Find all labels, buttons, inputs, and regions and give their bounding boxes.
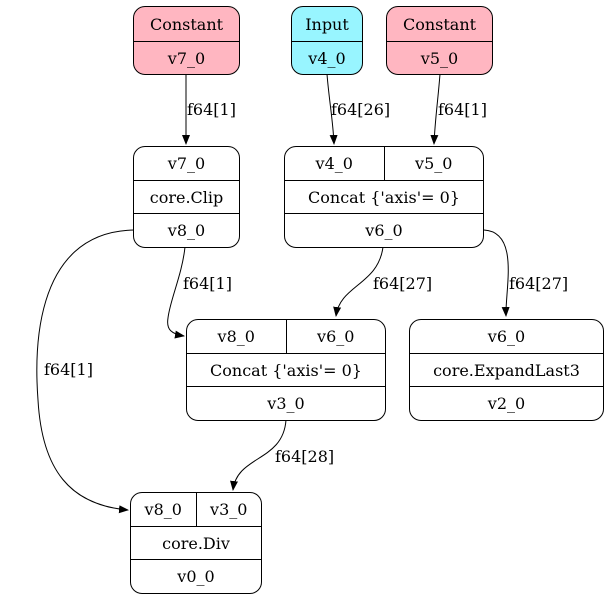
node-expandlast3[interactable]: v6_0 core.ExpandLast3 v2_0 bbox=[409, 319, 604, 421]
node-input-port: v4_0 bbox=[315, 154, 353, 173]
edge-clip-to-div bbox=[36, 229, 135, 514]
node-concat-v3[interactable]: v8_0 v6_0 Concat {'axis'= 0} v3_0 bbox=[186, 319, 386, 421]
edge-label-clip-concat2: f64[1] bbox=[183, 274, 232, 293]
node-inputs: v8_0 v6_0 bbox=[187, 320, 385, 353]
node-output: v8_0 bbox=[134, 213, 239, 246]
node-output: v7_0 bbox=[134, 41, 239, 74]
edge-concat1-to-expand bbox=[483, 229, 510, 317]
node-concat-v6[interactable]: v4_0 v5_0 Concat {'axis'= 0} v6_0 bbox=[284, 146, 484, 248]
edge-clip-to-concat2 bbox=[167, 246, 186, 339]
edge-input-v4-to-concat1 bbox=[326, 73, 338, 145]
node-inputs: v8_0 v3_0 bbox=[131, 493, 261, 526]
edge-label-const-v7-clip: f64[1] bbox=[187, 100, 236, 119]
edge-label-concat1-concat2: f64[27] bbox=[373, 274, 432, 293]
node-kind: Constant bbox=[402, 14, 477, 34]
node-output: v2_0 bbox=[410, 386, 603, 419]
node-output: v0_0 bbox=[131, 559, 261, 592]
node-output: v5_0 bbox=[387, 41, 492, 74]
edge-label-concat1-expand: f64[27] bbox=[509, 274, 568, 293]
node-input-port: v3_0 bbox=[195, 493, 262, 526]
edge-label-const-v5-concat1: f64[1] bbox=[438, 100, 487, 119]
edge-concat2-to-div bbox=[230, 419, 287, 491]
edge-label-clip-div: f64[1] bbox=[44, 360, 93, 379]
node-input-port: v7_0 bbox=[167, 154, 206, 173]
node-constant-v7[interactable]: Constant v7_0 bbox=[133, 6, 240, 75]
node-op: Concat {'axis'= 0} bbox=[285, 180, 483, 213]
node-output: v6_0 bbox=[285, 213, 483, 246]
node-input-port: v6_0 bbox=[487, 327, 526, 346]
node-inputs: v4_0 v5_0 bbox=[285, 147, 483, 180]
node-kind: Constant bbox=[149, 14, 224, 34]
edge-label-input-v4-concat1: f64[26] bbox=[331, 100, 390, 119]
node-input-port: v8_0 bbox=[217, 327, 255, 346]
edge-const-v5-to-concat1 bbox=[430, 73, 441, 145]
node-input-v4[interactable]: Input v4_0 bbox=[291, 6, 363, 75]
node-op: core.ExpandLast3 bbox=[410, 353, 603, 386]
node-output: v3_0 bbox=[187, 386, 385, 419]
node-op: core.Div bbox=[131, 526, 261, 559]
edge-concat1-to-concat2 bbox=[333, 246, 384, 317]
node-input-port: v5_0 bbox=[383, 147, 484, 180]
node-op: core.Clip bbox=[134, 180, 239, 213]
node-constant-v5[interactable]: Constant v5_0 bbox=[386, 6, 493, 75]
node-input-port: v8_0 bbox=[144, 500, 182, 519]
node-div[interactable]: v8_0 v3_0 core.Div v0_0 bbox=[130, 492, 262, 594]
node-output: v4_0 bbox=[292, 41, 362, 74]
edge-label-concat2-div: f64[28] bbox=[275, 447, 334, 466]
node-clip[interactable]: v7_0 core.Clip v8_0 bbox=[133, 146, 240, 248]
node-op: Concat {'axis'= 0} bbox=[187, 353, 385, 386]
node-kind: Input bbox=[305, 14, 349, 34]
node-input-port: v6_0 bbox=[285, 320, 386, 353]
